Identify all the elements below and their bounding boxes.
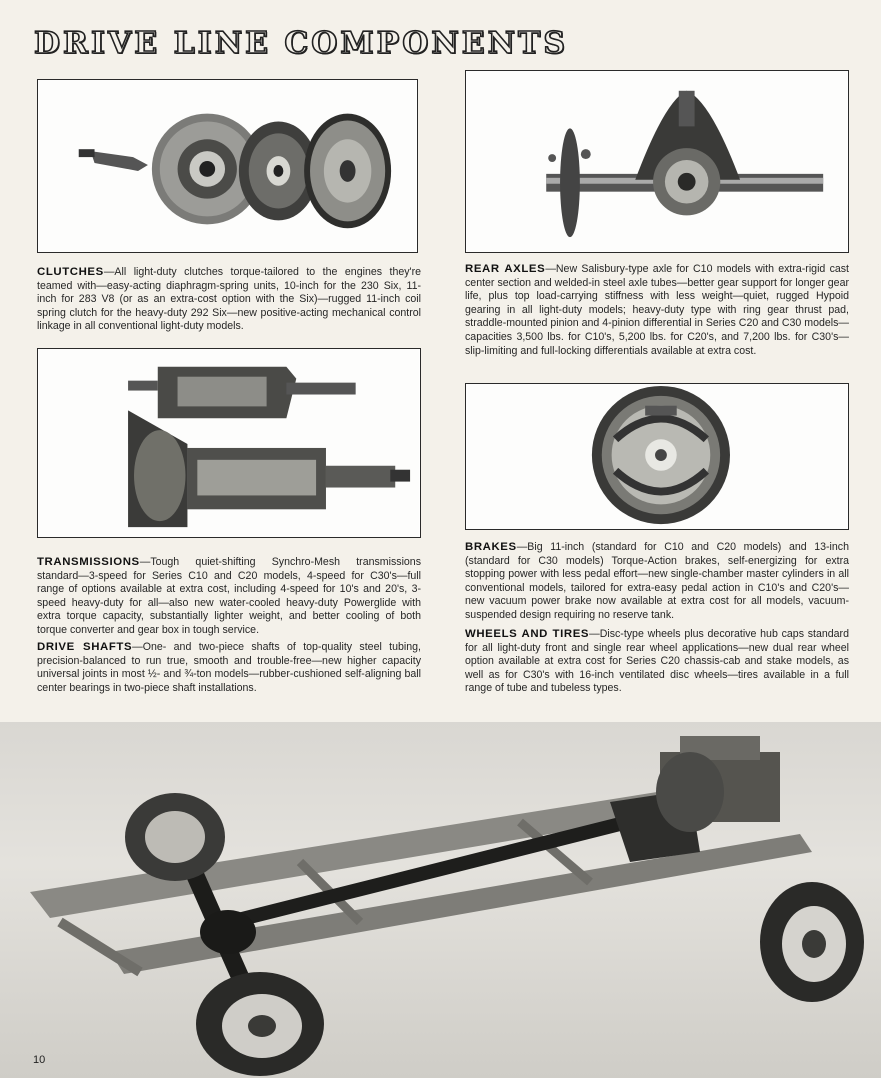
wheels-tires-heading: WHEELS AND TIRES (465, 628, 590, 640)
transmission-photo (37, 348, 421, 538)
rear-axle-photo (465, 70, 849, 253)
brakes-heading: BRAKES (465, 541, 517, 553)
brake-photo (465, 383, 849, 530)
clutch-photo (37, 79, 418, 253)
clutches-body: —All light-duty clutches torque-tailored… (37, 266, 421, 333)
wheels-tires-paragraph: WHEELS AND TIRES—Disc-type wheels plus d… (465, 628, 849, 696)
transmissions-heading: TRANSMISSIONS (37, 556, 140, 568)
page-number: 10 (33, 1054, 46, 1066)
wheels-tires-body: —Disc-type wheels plus decorative hub ca… (465, 628, 849, 695)
brakes-body: —Big 11-inch (standard for C10 and C20 m… (465, 541, 849, 621)
chassis-photo (0, 722, 881, 1078)
rear-axles-body: —New Salisbury-type axle for C10 models … (465, 263, 849, 357)
drive-shafts-heading: DRIVE SHAFTS (37, 641, 133, 653)
drive-shafts-body: —One- and two-piece shafts of top-qualit… (37, 641, 421, 694)
transmissions-paragraph: TRANSMISSIONS—Tough quiet-shifting Synch… (37, 556, 421, 638)
transmissions-body: —Tough quiet-shifting Synchro-Mesh trans… (37, 556, 421, 636)
rear-axles-heading: REAR AXLES (465, 263, 546, 275)
clutches-heading: CLUTCHES (37, 266, 104, 278)
page-title: DRIVE LINE COMPONENTS (33, 25, 569, 62)
brakes-paragraph: BRAKES—Big 11-inch (standard for C10 and… (465, 541, 849, 623)
rear-axles-paragraph: REAR AXLES—New Salisbury-type axle for C… (465, 263, 849, 358)
clutches-paragraph: CLUTCHES—All light-duty clutches torque-… (37, 266, 421, 334)
drive-shafts-paragraph: DRIVE SHAFTS—One- and two-piece shafts o… (37, 641, 421, 695)
